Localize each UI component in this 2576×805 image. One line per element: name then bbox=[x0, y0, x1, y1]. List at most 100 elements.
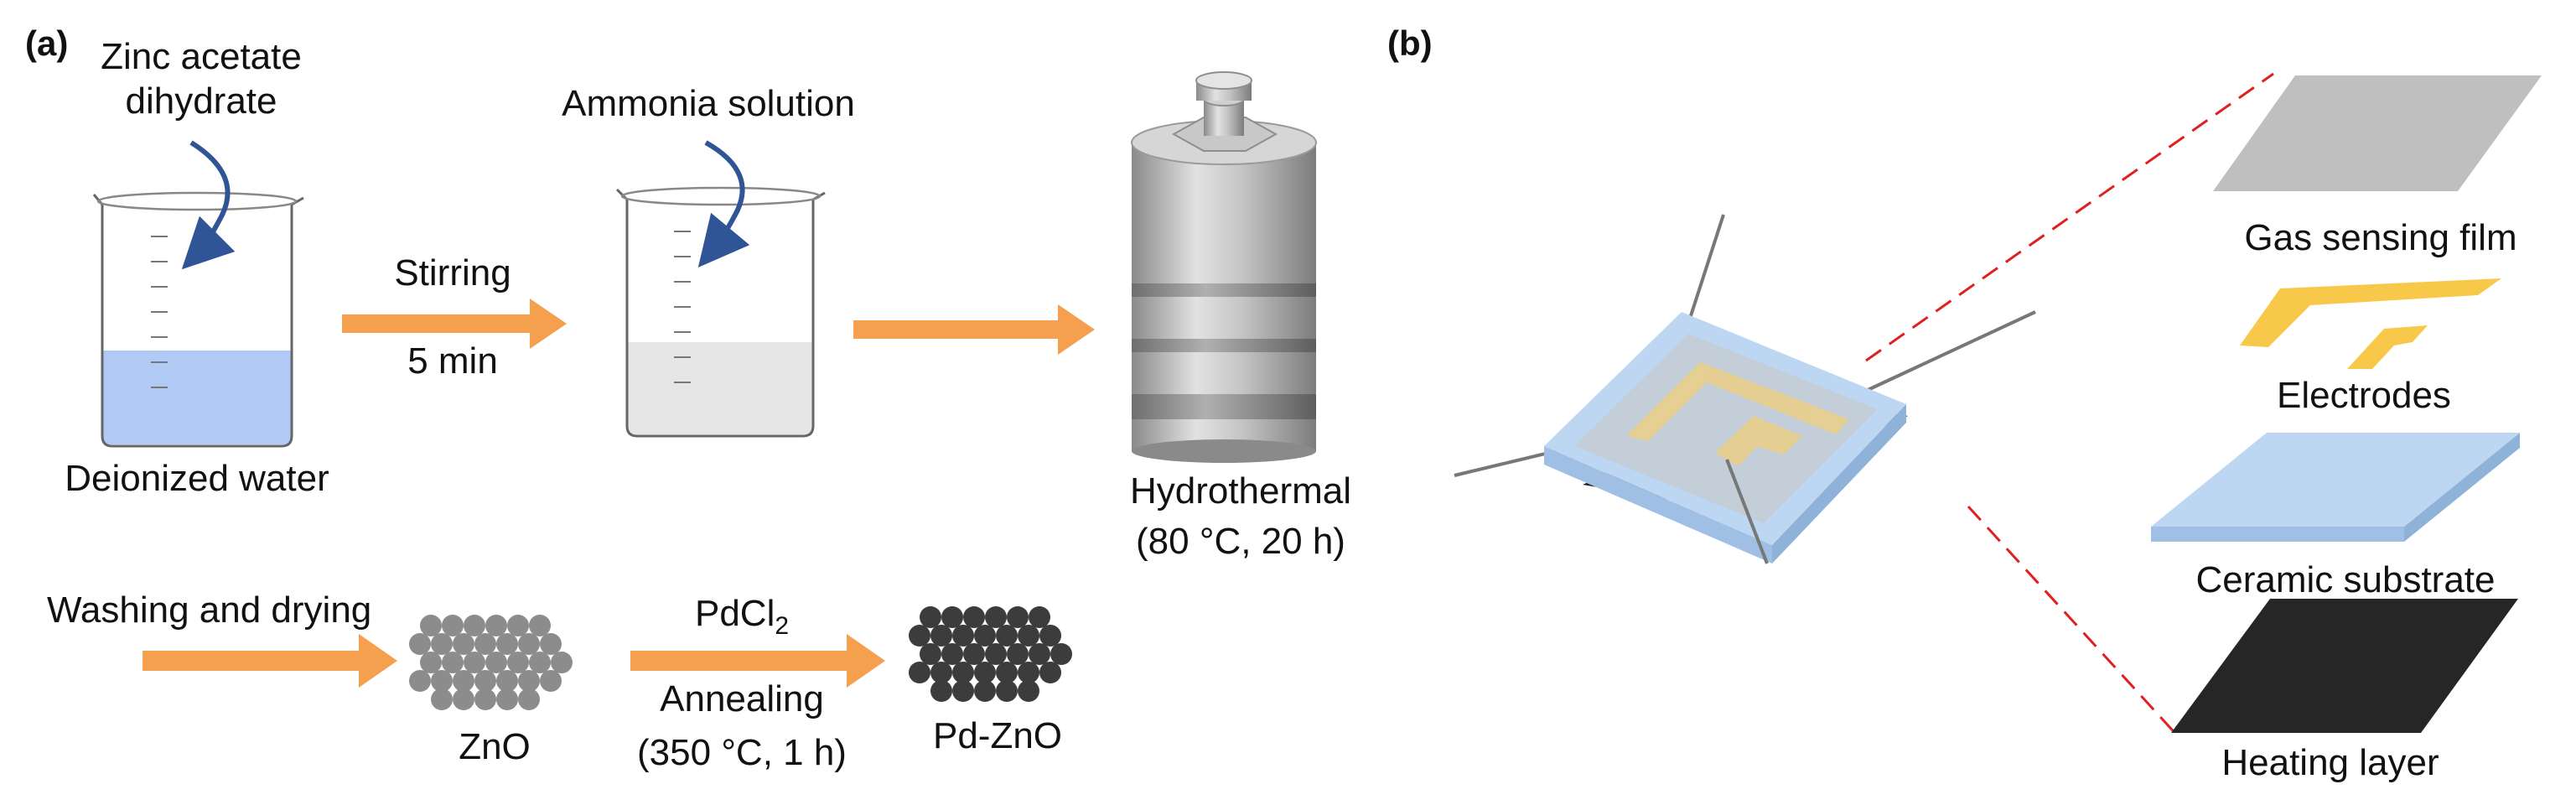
arrow-washing-icon bbox=[143, 634, 397, 688]
zno-particle bbox=[431, 688, 453, 710]
zinc-acetate-line1: Zinc acetate bbox=[101, 36, 302, 77]
pd-zno-particle bbox=[941, 643, 963, 665]
pd-zno-particle bbox=[952, 625, 974, 647]
pd-zno-particle bbox=[1029, 643, 1050, 665]
zno-particle bbox=[474, 688, 496, 710]
pd-zno-particle bbox=[952, 662, 974, 683]
stirring-label: Stirring bbox=[394, 252, 511, 293]
pd-zno-particle-cluster bbox=[909, 606, 1072, 702]
pd-zno-particle bbox=[996, 680, 1018, 702]
pd-zno-particle bbox=[1007, 643, 1029, 665]
pd-zno-particle bbox=[1039, 625, 1061, 647]
pd-zno-particle bbox=[974, 680, 996, 702]
zno-particle bbox=[474, 670, 496, 692]
arrow-stirring-icon bbox=[342, 299, 567, 349]
curl-arrow-2-icon bbox=[697, 140, 750, 268]
zno-particle bbox=[420, 615, 442, 636]
pd-zno-particle bbox=[952, 680, 974, 702]
pd-zno-particle bbox=[1018, 662, 1039, 683]
hydrothermal-condition-label: (80 °C, 20 h) bbox=[1136, 521, 1345, 562]
zno-particle-cluster bbox=[409, 615, 573, 710]
zno-particle bbox=[540, 633, 562, 655]
pd-zno-particle bbox=[920, 606, 941, 628]
zno-particle bbox=[442, 652, 464, 673]
beaker-deionized-water bbox=[92, 191, 304, 448]
layer-heating bbox=[2171, 599, 2518, 733]
sensor-wire-2 bbox=[1685, 214, 1725, 330]
zno-particle bbox=[507, 652, 529, 673]
zno-particle bbox=[507, 615, 529, 636]
arrow-annealing-icon bbox=[630, 634, 885, 688]
zno-particle bbox=[496, 670, 518, 692]
pd-zno-particle bbox=[996, 662, 1018, 683]
zinc-acetate-line2: dihydrate bbox=[125, 80, 277, 122]
beaker-2-rim bbox=[620, 186, 822, 206]
layer-label-heating: Heating layer bbox=[2221, 742, 2439, 783]
zno-particle bbox=[420, 652, 442, 673]
pd-zno-label: Pd-ZnO bbox=[933, 715, 1062, 756]
pd-zno-particle bbox=[930, 662, 952, 683]
zoom-dashed-line-bottom bbox=[1967, 505, 2181, 740]
pd-zno-particle bbox=[1018, 625, 1039, 647]
zno-particle bbox=[551, 652, 573, 673]
pd-zno-particle bbox=[974, 662, 996, 683]
pd-zno-particle bbox=[996, 625, 1018, 647]
zno-particle bbox=[453, 633, 474, 655]
pd-zno-particle bbox=[974, 625, 996, 647]
pd-zno-particle bbox=[1029, 606, 1050, 628]
zno-particle bbox=[474, 633, 496, 655]
zno-particle bbox=[453, 670, 474, 692]
hydrothermal-autoclave-icon bbox=[1131, 71, 1317, 463]
layer-ceramic-substrate bbox=[2151, 433, 2520, 542]
layer-gas-sensing-film bbox=[2213, 75, 2542, 191]
pd-zno-particle bbox=[909, 662, 930, 683]
gas-sensor-device bbox=[1454, 214, 2036, 564]
beaker-1-glass bbox=[92, 194, 304, 448]
pd-zno-particle bbox=[985, 606, 1007, 628]
pd-zno-particle bbox=[909, 625, 930, 647]
pd-zno-particle bbox=[1050, 643, 1072, 665]
zno-particle bbox=[431, 670, 453, 692]
beaker-1-liquid bbox=[102, 351, 292, 444]
zoom-dashed-line-top bbox=[1865, 72, 2274, 362]
sensor-electrodes bbox=[1626, 362, 1849, 466]
zno-particle bbox=[453, 688, 474, 710]
layer-label-electrodes: Electrodes bbox=[2277, 375, 2451, 416]
stirring-time-label: 5 min bbox=[407, 340, 498, 382]
pd-zno-particle bbox=[920, 643, 941, 665]
zno-particle bbox=[496, 688, 518, 710]
ammonia-solution-label: Ammonia solution bbox=[562, 83, 855, 124]
pd-zno-particle bbox=[930, 625, 952, 647]
zno-particle bbox=[518, 670, 540, 692]
deionized-water-label: Deionized water bbox=[65, 458, 329, 499]
arrow-to-hydrothermal-icon bbox=[853, 304, 1095, 355]
pd-zno-particle bbox=[985, 643, 1007, 665]
zno-particle bbox=[529, 652, 551, 673]
pd-zno-particle bbox=[963, 606, 985, 628]
zno-particle bbox=[496, 633, 518, 655]
pd-zno-particle bbox=[941, 606, 963, 628]
pd-zno-particle bbox=[930, 680, 952, 702]
curl-arrow-1-icon bbox=[181, 140, 236, 270]
zno-particle bbox=[442, 615, 464, 636]
annealing-label: Annealing bbox=[660, 678, 824, 719]
zno-particle bbox=[485, 615, 507, 636]
sensor-film bbox=[1574, 334, 1878, 523]
sensor-substrate-side bbox=[1544, 446, 1772, 564]
beaker-2-glass bbox=[615, 188, 826, 438]
zno-particle bbox=[409, 633, 431, 655]
pdcl2-label: PdCl2 bbox=[695, 593, 789, 640]
panel-label-b: (b) bbox=[1387, 23, 1433, 63]
beaker-2-graduations bbox=[674, 231, 691, 383]
zno-particle bbox=[518, 633, 540, 655]
beaker-1-graduations bbox=[151, 236, 168, 388]
zno-particle bbox=[529, 615, 551, 636]
pd-zno-particle bbox=[1018, 680, 1039, 702]
beaker-1-rim bbox=[96, 191, 298, 211]
zno-particle bbox=[431, 633, 453, 655]
sensor-wire-4 bbox=[1725, 459, 1769, 564]
washing-drying-label: Washing and drying bbox=[47, 589, 371, 631]
layer-label-ceramic-substrate: Ceramic substrate bbox=[2195, 559, 2495, 600]
zno-particle bbox=[540, 670, 562, 692]
